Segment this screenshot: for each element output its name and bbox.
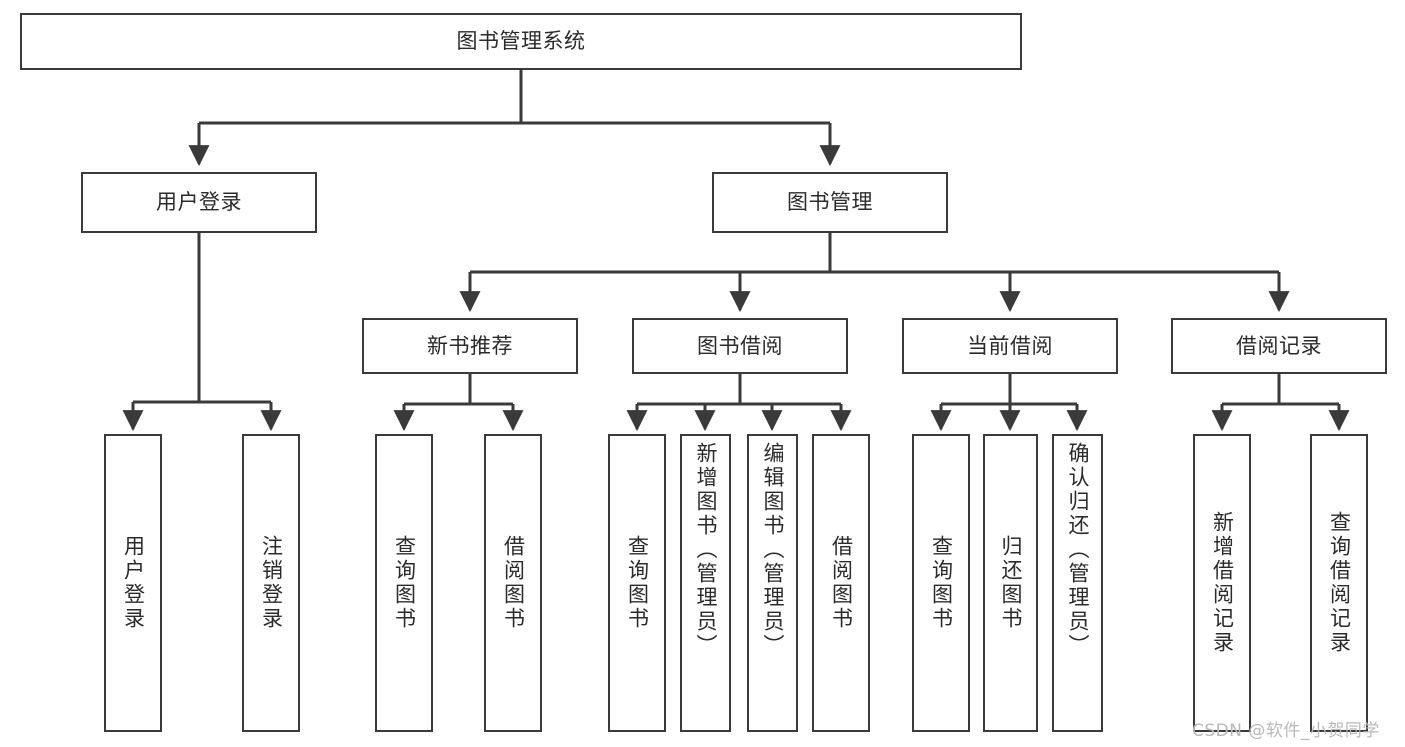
node-book-borrow[interactable]: 图书借阅 bbox=[632, 318, 848, 374]
node-current-borrow-label: 当前借阅 bbox=[967, 333, 1053, 358]
leaf-user-login[interactable]: 用户登录 bbox=[104, 434, 162, 732]
leaf-query-book-3-label: 查询图书 bbox=[929, 535, 954, 631]
leaf-add-borrow-record-label: 新增借阅记录 bbox=[1210, 511, 1235, 655]
node-borrow-record[interactable]: 借阅记录 bbox=[1171, 318, 1387, 374]
leaf-confirm-return-admin-label: 确认归还（管理员） bbox=[1066, 442, 1090, 658]
leaf-add-borrow-record[interactable]: 新增借阅记录 bbox=[1193, 434, 1251, 732]
csdn-watermark: CSDN @软件_小贺同学 bbox=[1192, 721, 1380, 741]
node-book-borrow-label: 图书借阅 bbox=[697, 333, 783, 358]
leaf-add-book-admin-label: 新增图书（管理员） bbox=[694, 442, 718, 658]
leaf-query-borrow-record-label: 查询借阅记录 bbox=[1327, 511, 1352, 655]
leaf-return-book-label: 归还图书 bbox=[999, 535, 1023, 631]
leaf-query-book-2-label: 查询图书 bbox=[625, 535, 650, 631]
node-user-login[interactable]: 用户登录 bbox=[81, 172, 317, 233]
node-user-login-label: 用户登录 bbox=[156, 190, 242, 215]
node-root[interactable]: 图书管理系统 bbox=[20, 13, 1022, 70]
leaf-add-book-admin[interactable]: 新增图书（管理员） bbox=[680, 434, 731, 732]
leaf-query-book-3[interactable]: 查询图书 bbox=[912, 434, 970, 732]
leaf-query-book-2[interactable]: 查询图书 bbox=[608, 434, 666, 732]
leaf-return-book[interactable]: 归还图书 bbox=[983, 434, 1038, 732]
node-book-management-label: 图书管理 bbox=[787, 190, 873, 215]
leaf-query-book-1-label: 查询图书 bbox=[392, 535, 417, 631]
node-current-borrow[interactable]: 当前借阅 bbox=[902, 318, 1118, 374]
leaf-edit-book-admin[interactable]: 编辑图书（管理员） bbox=[747, 434, 798, 732]
leaf-user-login-label: 用户登录 bbox=[121, 535, 146, 631]
node-book-management[interactable]: 图书管理 bbox=[712, 172, 948, 233]
node-root-label: 图书管理系统 bbox=[456, 29, 586, 54]
leaf-borrow-book-1[interactable]: 借阅图书 bbox=[484, 434, 542, 732]
leaf-query-book-1[interactable]: 查询图书 bbox=[375, 434, 433, 732]
leaf-confirm-return-admin[interactable]: 确认归还（管理员） bbox=[1052, 434, 1103, 732]
leaf-logout[interactable]: 注销登录 bbox=[242, 434, 300, 732]
leaf-edit-book-admin-label: 编辑图书（管理员） bbox=[761, 442, 785, 658]
leaf-borrow-book-2-label: 借阅图书 bbox=[829, 535, 854, 631]
leaf-query-borrow-record[interactable]: 查询借阅记录 bbox=[1310, 434, 1368, 732]
leaf-borrow-book-1-label: 借阅图书 bbox=[501, 535, 526, 631]
node-new-book-recommend-label: 新书推荐 bbox=[427, 333, 513, 358]
node-borrow-record-label: 借阅记录 bbox=[1236, 333, 1322, 358]
node-new-book-recommend[interactable]: 新书推荐 bbox=[362, 318, 578, 374]
leaf-logout-label: 注销登录 bbox=[259, 535, 284, 631]
leaf-borrow-book-2[interactable]: 借阅图书 bbox=[812, 434, 870, 732]
